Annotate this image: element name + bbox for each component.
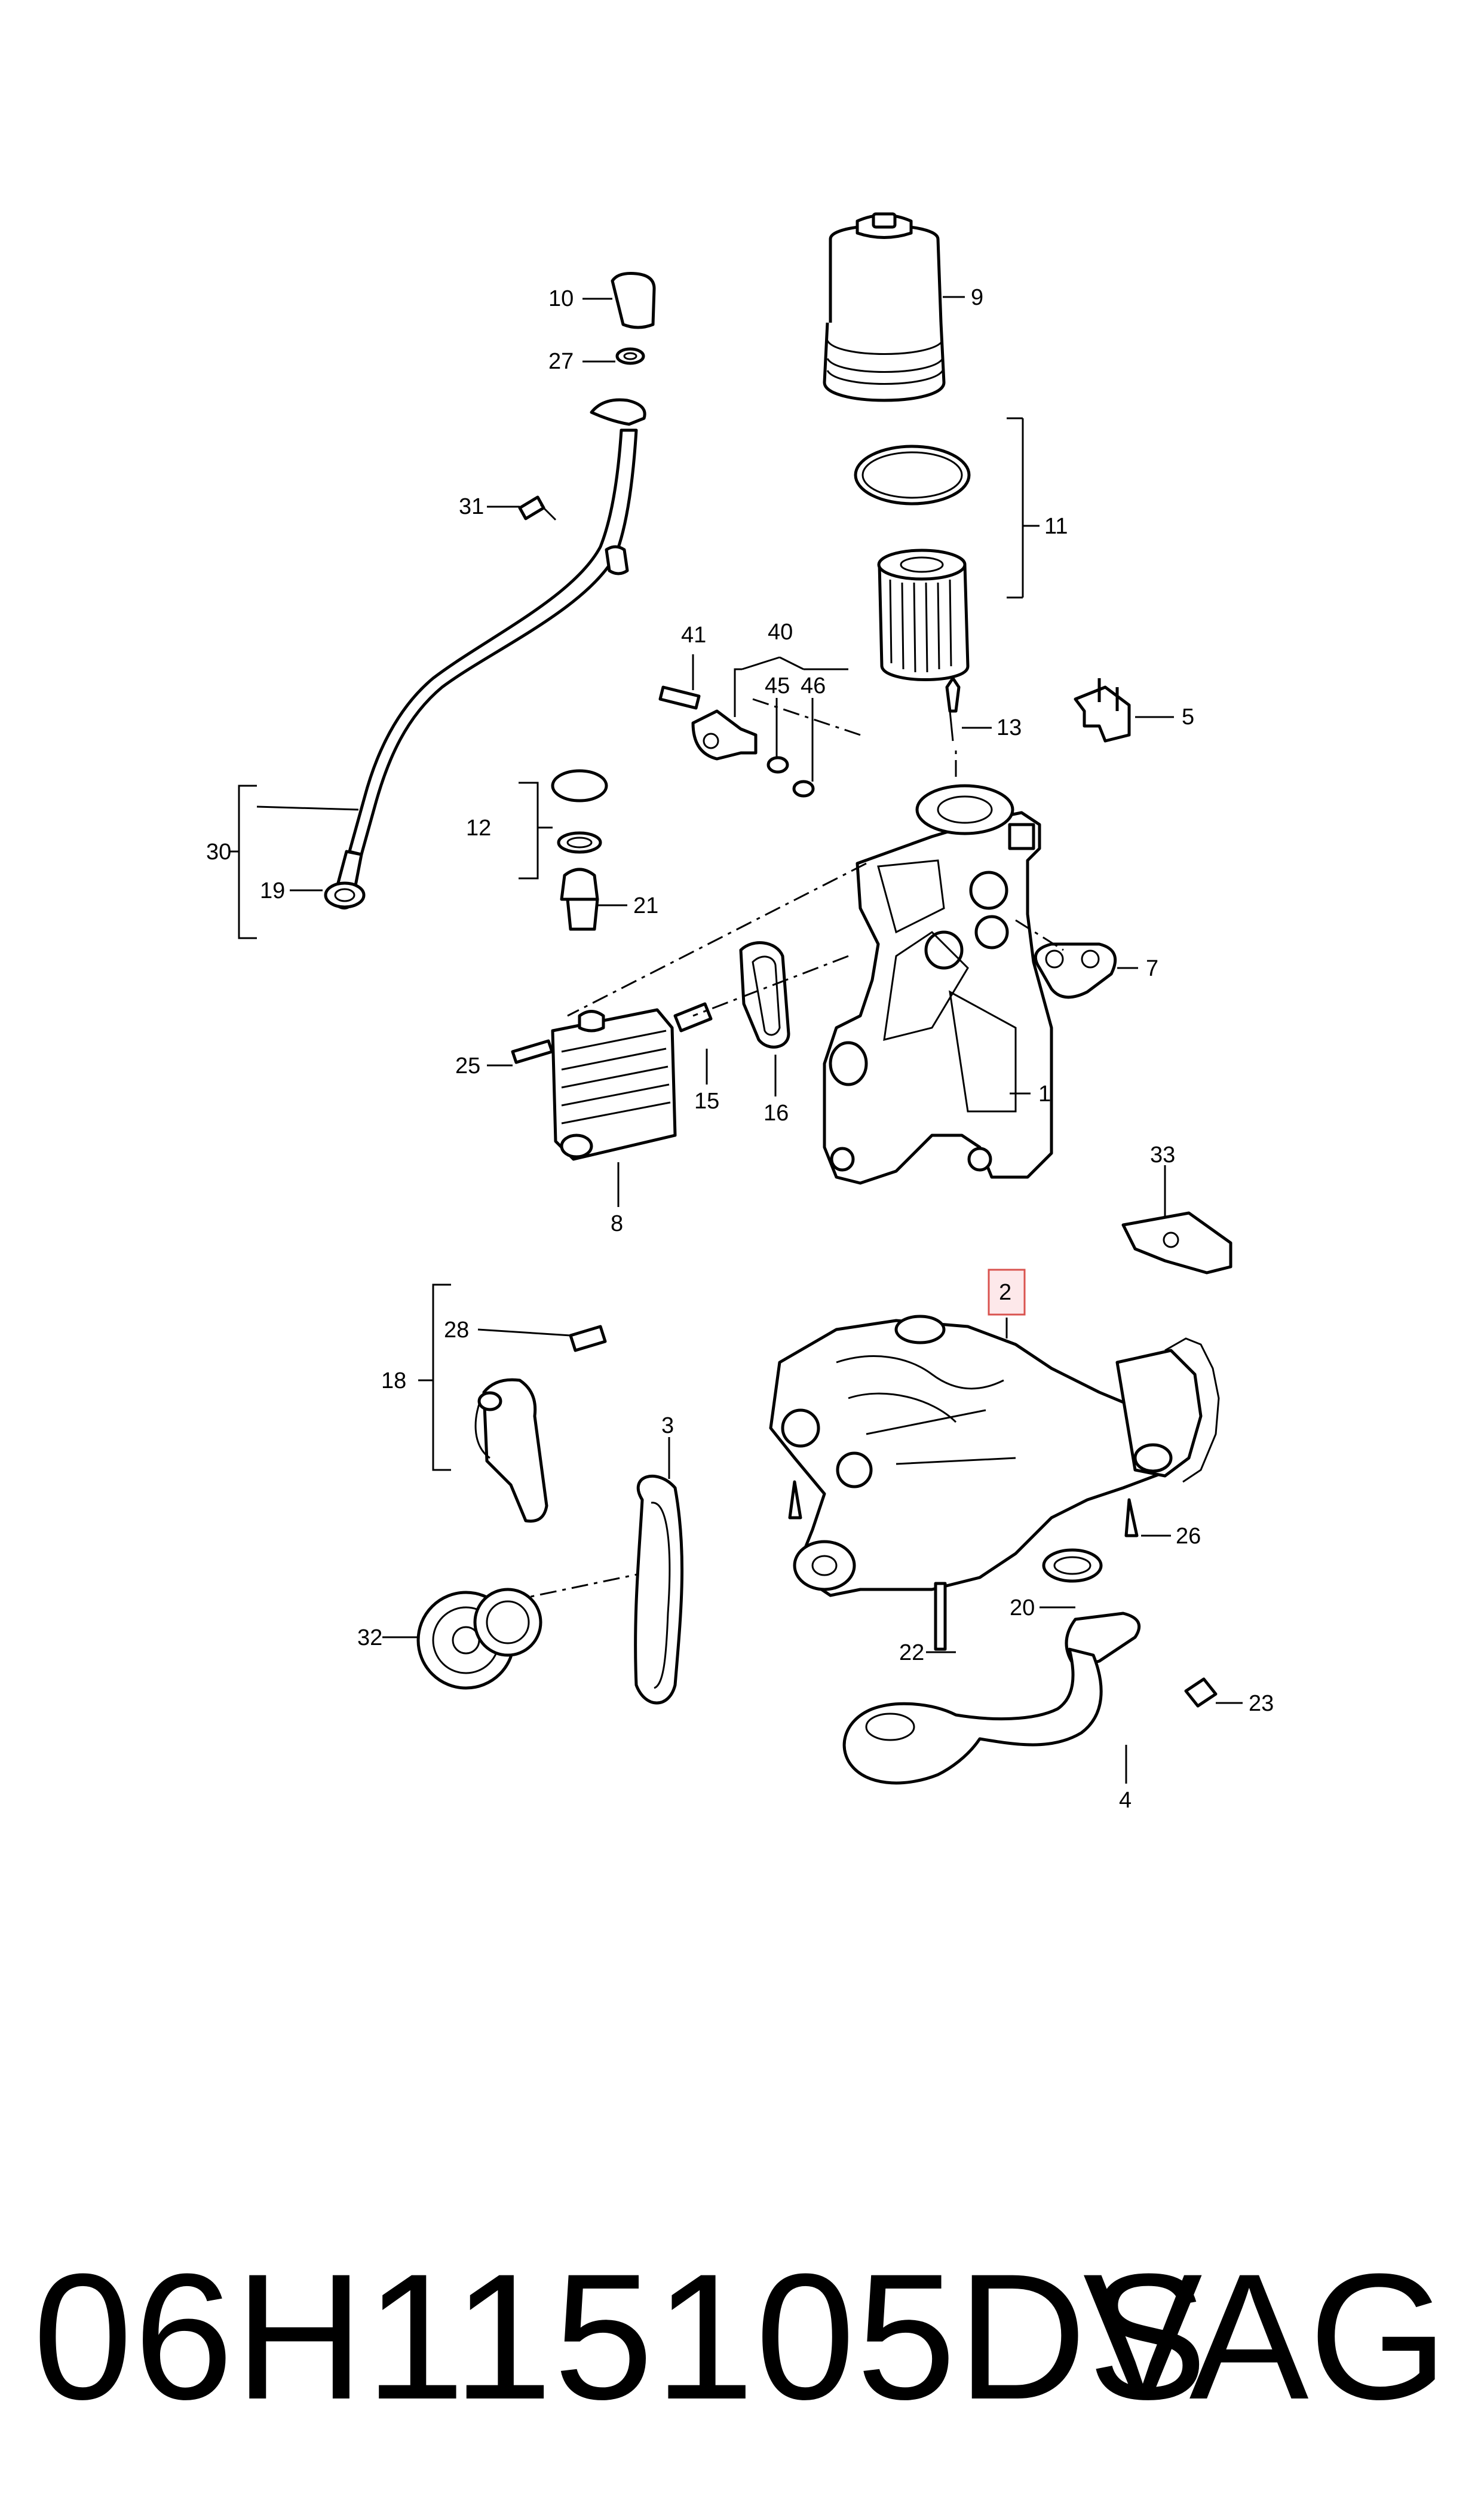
callout-46: 46 bbox=[801, 673, 826, 699]
oil-filter-assembly bbox=[823, 212, 971, 681]
callout-1: 1 bbox=[1038, 1082, 1051, 1107]
callout-28: 28 bbox=[444, 1318, 469, 1343]
highlight-box bbox=[988, 1269, 1026, 1316]
assembly-lines bbox=[507, 698, 1064, 1603]
leader-lines bbox=[230, 296, 1243, 1784]
banjo-union-parts bbox=[658, 685, 815, 798]
callout-32: 32 bbox=[357, 1625, 382, 1650]
callout-20: 20 bbox=[1010, 1595, 1035, 1621]
callout-26: 26 bbox=[1176, 1524, 1201, 1549]
callout-8: 8 bbox=[611, 1211, 623, 1236]
callout-33: 33 bbox=[1150, 1142, 1175, 1168]
callout-18: 18 bbox=[381, 1368, 406, 1393]
callout-7: 7 bbox=[1146, 956, 1158, 981]
part-number: 06H115105DS bbox=[33, 2236, 1209, 2437]
callout-31: 31 bbox=[459, 494, 484, 519]
callout-2: 2 bbox=[999, 1280, 1011, 1305]
callout-27: 27 bbox=[548, 349, 574, 374]
callout-10: 10 bbox=[548, 286, 574, 311]
callout-22: 22 bbox=[899, 1640, 924, 1665]
callout-40: 40 bbox=[768, 620, 793, 645]
callout-41: 41 bbox=[681, 623, 706, 648]
oil-filter-housing bbox=[823, 784, 1053, 1185]
callout-5: 5 bbox=[1182, 704, 1194, 730]
callout-19: 19 bbox=[260, 878, 285, 903]
callout-21: 21 bbox=[633, 893, 658, 918]
callout-23: 23 bbox=[1249, 1691, 1274, 1716]
brand-label: VAG bbox=[1083, 2236, 1448, 2437]
callout-13: 13 bbox=[997, 715, 1022, 740]
chain-drive-parts bbox=[416, 1211, 1232, 1705]
footer: 06H115105DS VAG bbox=[0, 2247, 1484, 2426]
callout-11: 11 bbox=[1044, 514, 1068, 539]
oil-pump bbox=[769, 1315, 1220, 1785]
callout-9: 9 bbox=[971, 285, 983, 310]
callout-3: 3 bbox=[661, 1413, 674, 1438]
exploded-parts-diagram: 1 2 3 4 5 7 8 9 10 11 12 13 15 16 18 19 … bbox=[206, 212, 1274, 1813]
callout-45: 45 bbox=[765, 673, 790, 699]
callout-labels: 1 2 3 4 5 7 8 9 10 11 12 13 15 16 18 19 … bbox=[206, 285, 1274, 1813]
small-parts-upper bbox=[945, 676, 1131, 999]
callout-30: 30 bbox=[206, 840, 231, 865]
oil-cooler-parts bbox=[511, 769, 790, 1161]
callout-25: 25 bbox=[455, 1053, 480, 1079]
dipstick-assembly bbox=[324, 272, 656, 909]
callout-16: 16 bbox=[764, 1101, 789, 1126]
callout-12: 12 bbox=[466, 816, 491, 841]
callout-15: 15 bbox=[694, 1089, 719, 1114]
callout-4: 4 bbox=[1119, 1788, 1132, 1813]
